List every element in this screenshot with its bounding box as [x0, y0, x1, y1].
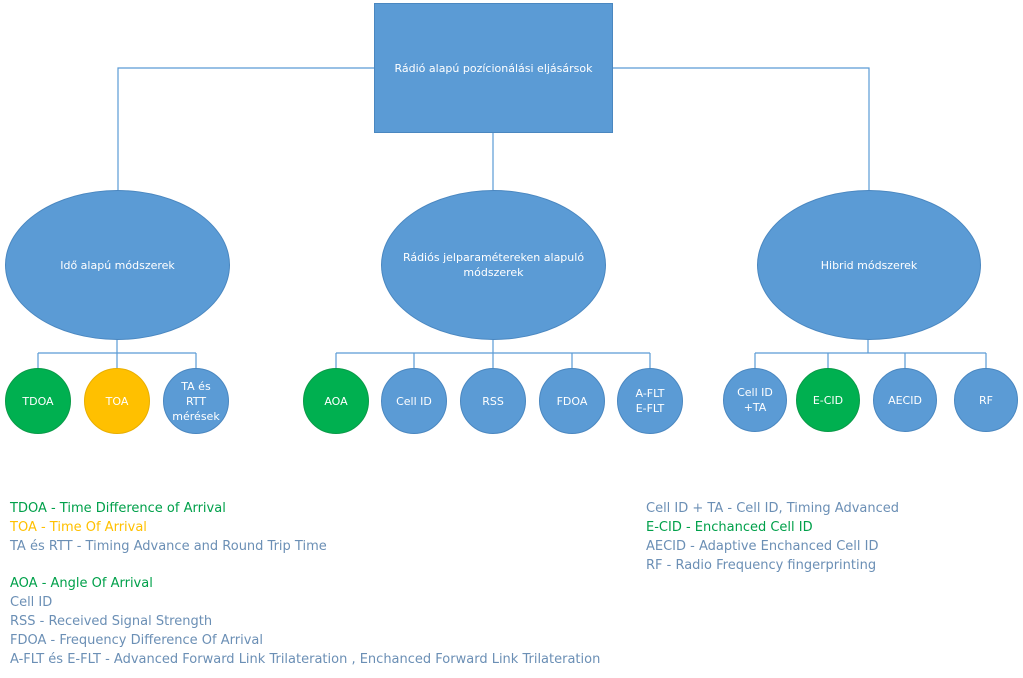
method-label: AOA [324, 394, 348, 408]
method-ta-rtt: TA és RTT mérések [163, 368, 229, 434]
group-time-based: Idő alapú módszerek [5, 190, 230, 340]
group-hybrid: Hibrid módszerek [757, 190, 981, 340]
legend-entry: RF - Radio Frequency fingerprinting [646, 558, 877, 573]
method-rss: RSS [460, 368, 526, 434]
legend-entry: E-CID - Enchanced Cell ID [646, 520, 813, 535]
method-label: E-CID [812, 393, 844, 407]
legend-entry: TDOA - Time Difference of Arrival [10, 501, 226, 516]
method-fdoa: FDOA [539, 368, 605, 434]
method-tdoa: TDOA [5, 368, 71, 434]
method-cell-id: Cell ID [381, 368, 447, 434]
legend-entry: RSS - Received Signal Strength [10, 614, 213, 629]
method-rf: RF [954, 368, 1018, 432]
legend-left: TDOA - Time Difference of Arrival TOA - … [10, 499, 600, 669]
legend-right: Cell ID + TA - Cell ID, Timing Advanced … [646, 499, 899, 575]
method-label: A-FLT E-FLT [635, 387, 665, 415]
connector-group2-children [335, 338, 651, 368]
connector-root-right [613, 67, 870, 190]
method-label: FDOA [556, 394, 588, 408]
connector-group3-children [754, 338, 987, 368]
method-label: RF [979, 393, 993, 407]
legend-entry: A-FLT és E-FLT - Advanced Forward Link T… [10, 652, 601, 667]
group-signal-parameter: Rádiós jelparamétereken alapuló módszere… [381, 190, 606, 340]
method-e-cid: E-CID [796, 368, 860, 432]
legend-entry: FDOA - Frequency Difference Of Arrival [10, 633, 263, 648]
legend-entry: AOA - Angle Of Arrival [10, 576, 153, 591]
group-label: Hibrid módszerek [820, 258, 918, 272]
connector-root-left [117, 67, 374, 190]
method-aoa: AOA [303, 368, 369, 434]
root-label: Rádió alapú pozícionálási eljásársok [394, 61, 593, 75]
root-box: Rádió alapú pozícionálási eljásársok [374, 3, 613, 133]
method-cell-id-ta: Cell ID +TA [723, 368, 787, 432]
method-toa: TOA [84, 368, 150, 434]
method-label: TDOA [22, 394, 54, 408]
legend-entry: TOA - Time Of Arrival [10, 520, 147, 535]
method-label: TA és RTT mérések [172, 379, 220, 423]
method-label: RSS [482, 394, 504, 408]
method-label: TOA [105, 394, 129, 408]
method-label: Cell ID [396, 394, 432, 408]
group-label: Rádiós jelparamétereken alapuló módszere… [402, 251, 585, 279]
method-label: AECID [888, 393, 922, 407]
connector-group1-children [37, 338, 197, 368]
group-label: Idő alapú módszerek [60, 258, 175, 272]
legend-entry: Cell ID + TA - Cell ID, Timing Advanced [646, 501, 900, 516]
method-aecid: AECID [873, 368, 937, 432]
legend-entry: TA és RTT - Timing Advance and Round Tri… [10, 539, 327, 554]
method-a-flt-e-flt: A-FLT E-FLT [617, 368, 683, 434]
legend-entry: Cell ID [10, 595, 53, 610]
method-label: Cell ID +TA [737, 386, 773, 414]
legend-entry: AECID - Adaptive Enchanced Cell ID [646, 539, 879, 554]
